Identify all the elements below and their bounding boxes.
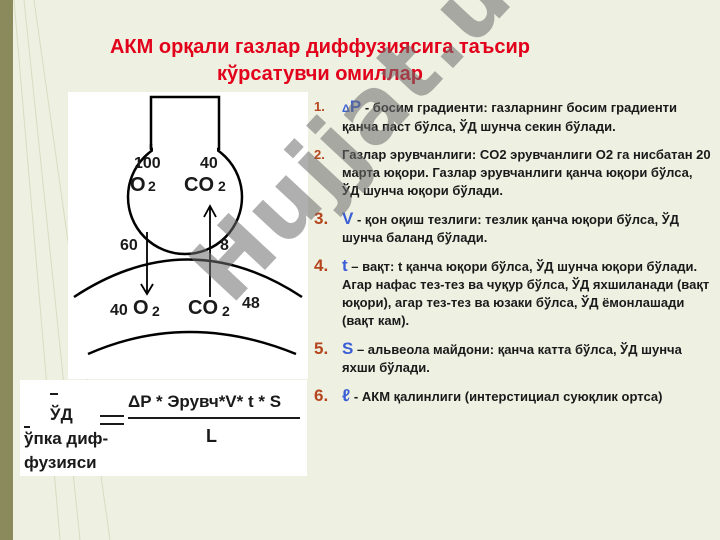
- formula-numerator: ΔP * Эрувч*V* t * S: [128, 392, 281, 411]
- co2-top-subscript: 2: [218, 178, 226, 194]
- factor-symbol: P: [349, 97, 362, 116]
- list-item: 5. S – альвеола майдони: қанча катта бўл…: [314, 340, 712, 377]
- gas-exchange-diagram: 100 40 O 2 CO 2 60 8 40 O 2 CO 2 48: [68, 92, 308, 379]
- o2-top-subscript: 2: [148, 178, 156, 194]
- list-item: 6. ℓ - АКМ қалинлиги (интерстициал суюқл…: [314, 387, 712, 406]
- factor-list: 1. ΔP - босим градиенти: газларнинг боси…: [314, 98, 712, 416]
- factor-text: Газлар эрувчанлиги: CO2 эрувчанлиги O2 г…: [342, 147, 711, 198]
- diffusion-formula: ЎД ўпка диф- фузияси ΔP * Эрувч*V* t * S…: [20, 380, 307, 476]
- factor-symbol: V: [342, 209, 354, 228]
- list-item: 1. ΔP - босим градиенти: газларнинг боси…: [314, 98, 712, 136]
- co2-top-label: CO: [184, 174, 214, 196]
- formula-lhs-line2: ўпка диф-: [24, 429, 108, 448]
- factor-text: - АКМ қалинлиги (интерстициал суюқлик ор…: [350, 389, 663, 404]
- slide-title-line1: АКМ орқали газлар диффузиясига таъсир: [109, 36, 531, 58]
- co2-top-value: 40: [200, 155, 218, 172]
- list-item: 4. t – вақт: t қанча юқори бўлса, ЎД шун…: [314, 257, 712, 330]
- factor-text: - қон оқиш тезлиги: тезлик қанча юқори б…: [342, 212, 680, 245]
- slide-title-line2: кўрсатувчи омиллар: [216, 63, 424, 85]
- list-number: 3.: [314, 209, 329, 228]
- formula-lhs-line3: фузияси: [24, 453, 97, 472]
- co2-bottom-label: CO: [188, 297, 218, 319]
- value-8: 8: [220, 237, 229, 254]
- co2-bottom-value: 48: [242, 295, 260, 312]
- o2-bottom-label: O: [133, 297, 149, 319]
- o2-top-label: O: [130, 174, 146, 196]
- formula-lhs-line1: ЎД: [49, 404, 73, 424]
- list-number: 2.: [314, 147, 325, 162]
- list-number: 1.: [314, 99, 325, 114]
- list-number: 4.: [314, 256, 329, 275]
- formula-denominator: L: [206, 426, 217, 446]
- factor-symbol: ℓ: [342, 386, 351, 405]
- list-item: 2. Газлар эрувчанлиги: CO2 эрувчанлиги O…: [314, 146, 712, 200]
- factor-text: – альвеола майдони: қанча катта бўлса, Ў…: [342, 342, 682, 375]
- delta-symbol: Δ: [342, 103, 350, 115]
- slide-title: АКМ орқали газлар диффузиясига таъсир кў…: [70, 34, 570, 88]
- o2-bottom-value: 40: [110, 302, 128, 319]
- list-item: 3. V - қон оқиш тезлиги: тезлик қанча юқ…: [314, 210, 712, 247]
- list-number: 6.: [314, 386, 329, 405]
- factor-text: - босим градиенти: газларнинг босим град…: [342, 100, 678, 134]
- left-accent-bar: [0, 0, 13, 540]
- factor-text: – вақт: t қанча юқори бўлса, ЎД шунча юқ…: [342, 259, 710, 328]
- list-number: 5.: [314, 339, 329, 358]
- o2-bottom-subscript: 2: [152, 303, 160, 319]
- factor-symbol: S: [342, 339, 354, 358]
- value-60: 60: [120, 237, 138, 254]
- o2-top-value: 100: [134, 155, 161, 172]
- factor-symbol: t: [342, 256, 348, 275]
- co2-bottom-subscript: 2: [222, 303, 230, 319]
